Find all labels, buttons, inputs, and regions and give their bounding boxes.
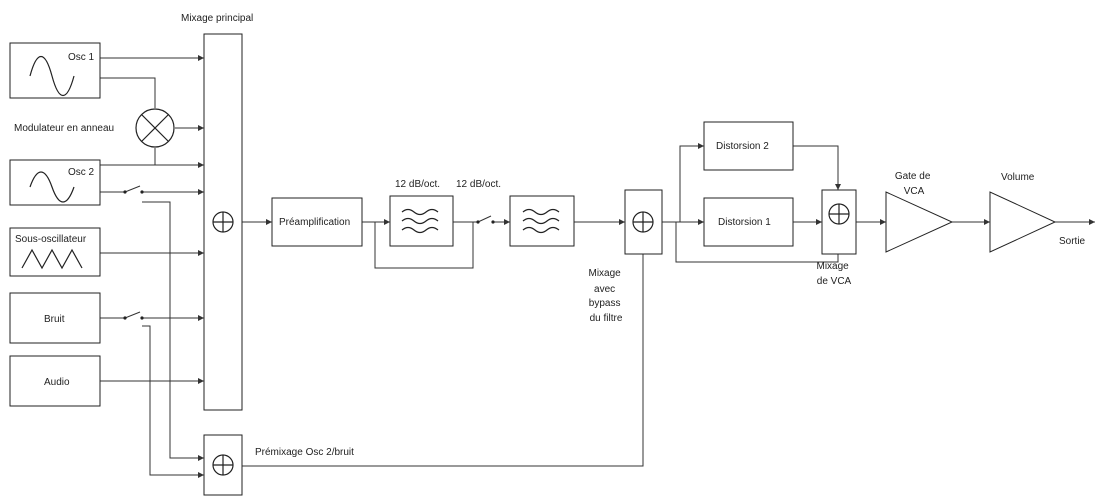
distortion2-block: Distorsion 2 [703, 121, 794, 171]
main-mixer: Mixage principal [181, 13, 253, 411]
vca-gate-label-line-1: Gate de [895, 171, 931, 182]
triangle-wave-icon [21, 248, 83, 270]
filter-wave-icon [522, 208, 560, 234]
filter-wave-icon [401, 208, 439, 234]
vca-mix-label-line-2: de VCA [817, 276, 852, 287]
filter-switch-icon [476, 220, 495, 224]
vca-gate-block: Gate de VCA [885, 171, 954, 253]
triangle-amp-icon [989, 191, 1057, 253]
distortion2-label: Distorsion 2 [716, 141, 769, 152]
volume-block: Volume [989, 172, 1057, 253]
bypass-mix-label: Mixage avec bypass du filtre [588, 268, 623, 324]
output-label: Sortie [1059, 236, 1086, 247]
distortion1-block: Distorsion 1 [703, 197, 794, 247]
vca-mix-label: Mixage de VCA [816, 261, 851, 287]
circle-plus-icon [212, 211, 234, 233]
preamp-label: Préamplification [279, 217, 350, 228]
ring-mod-label: Modulateur en anneau [14, 123, 114, 134]
filter1-block: 12 dB/oct. [389, 179, 454, 247]
preamp-block: Préamplification [271, 197, 363, 247]
sub-osc-block: Sous-oscillateur [9, 227, 101, 277]
premix-label: Prémixage Osc 2/bruit [255, 447, 354, 458]
circle-plus-icon [828, 203, 850, 225]
audio-label: Audio [44, 377, 70, 388]
distortion1-label: Distorsion 1 [718, 217, 771, 228]
circle-plus-icon [212, 454, 234, 476]
noise-label: Bruit [44, 314, 65, 325]
triangle-amp-icon [885, 191, 954, 253]
sine-wave-icon [29, 171, 75, 203]
signal-wires [100, 55, 1095, 478]
osc2-switch-icon [123, 190, 144, 194]
bypass-mix-label-line-4: du filtre [590, 313, 623, 324]
main-mix-label: Mixage principal [181, 13, 253, 24]
filter2-block: 12 dB/oct. [456, 179, 575, 247]
circle-plus-icon [632, 211, 654, 233]
ring-modulator: Modulateur en anneau [14, 108, 175, 148]
bypass-mix-label-line-2: avec [594, 284, 615, 295]
osc2-block: Osc 2 [9, 159, 101, 206]
filter2-slope-label: 12 dB/oct. [456, 179, 501, 190]
volume-label: Volume [1001, 172, 1035, 183]
premix-block: Prémixage Osc 2/bruit [203, 434, 354, 496]
circle-x-icon [135, 108, 175, 148]
vca-gate-label: Gate de VCA [895, 171, 933, 197]
noise-switch-icon [123, 316, 144, 320]
osc1-label: Osc 1 [68, 52, 95, 63]
vca-gate-label-line-2: VCA [904, 186, 925, 197]
vca-mix-block: Mixage de VCA [816, 189, 857, 287]
sub-osc-label: Sous-oscillateur [15, 234, 87, 245]
sine-wave-icon [29, 55, 75, 97]
filter1-slope-label: 12 dB/oct. [395, 179, 440, 190]
vca-mix-label-line-1: Mixage [816, 261, 849, 272]
osc2-label: Osc 2 [68, 167, 95, 178]
bypass-mix-label-line-1: Mixage [588, 268, 621, 279]
audio-block: Audio [9, 355, 101, 407]
noise-block: Bruit [9, 292, 101, 344]
osc1-block: Osc 1 [9, 42, 101, 99]
bypass-mix-block: Mixage avec bypass du filtre [588, 189, 663, 324]
bypass-mix-label-line-3: bypass [589, 298, 621, 309]
